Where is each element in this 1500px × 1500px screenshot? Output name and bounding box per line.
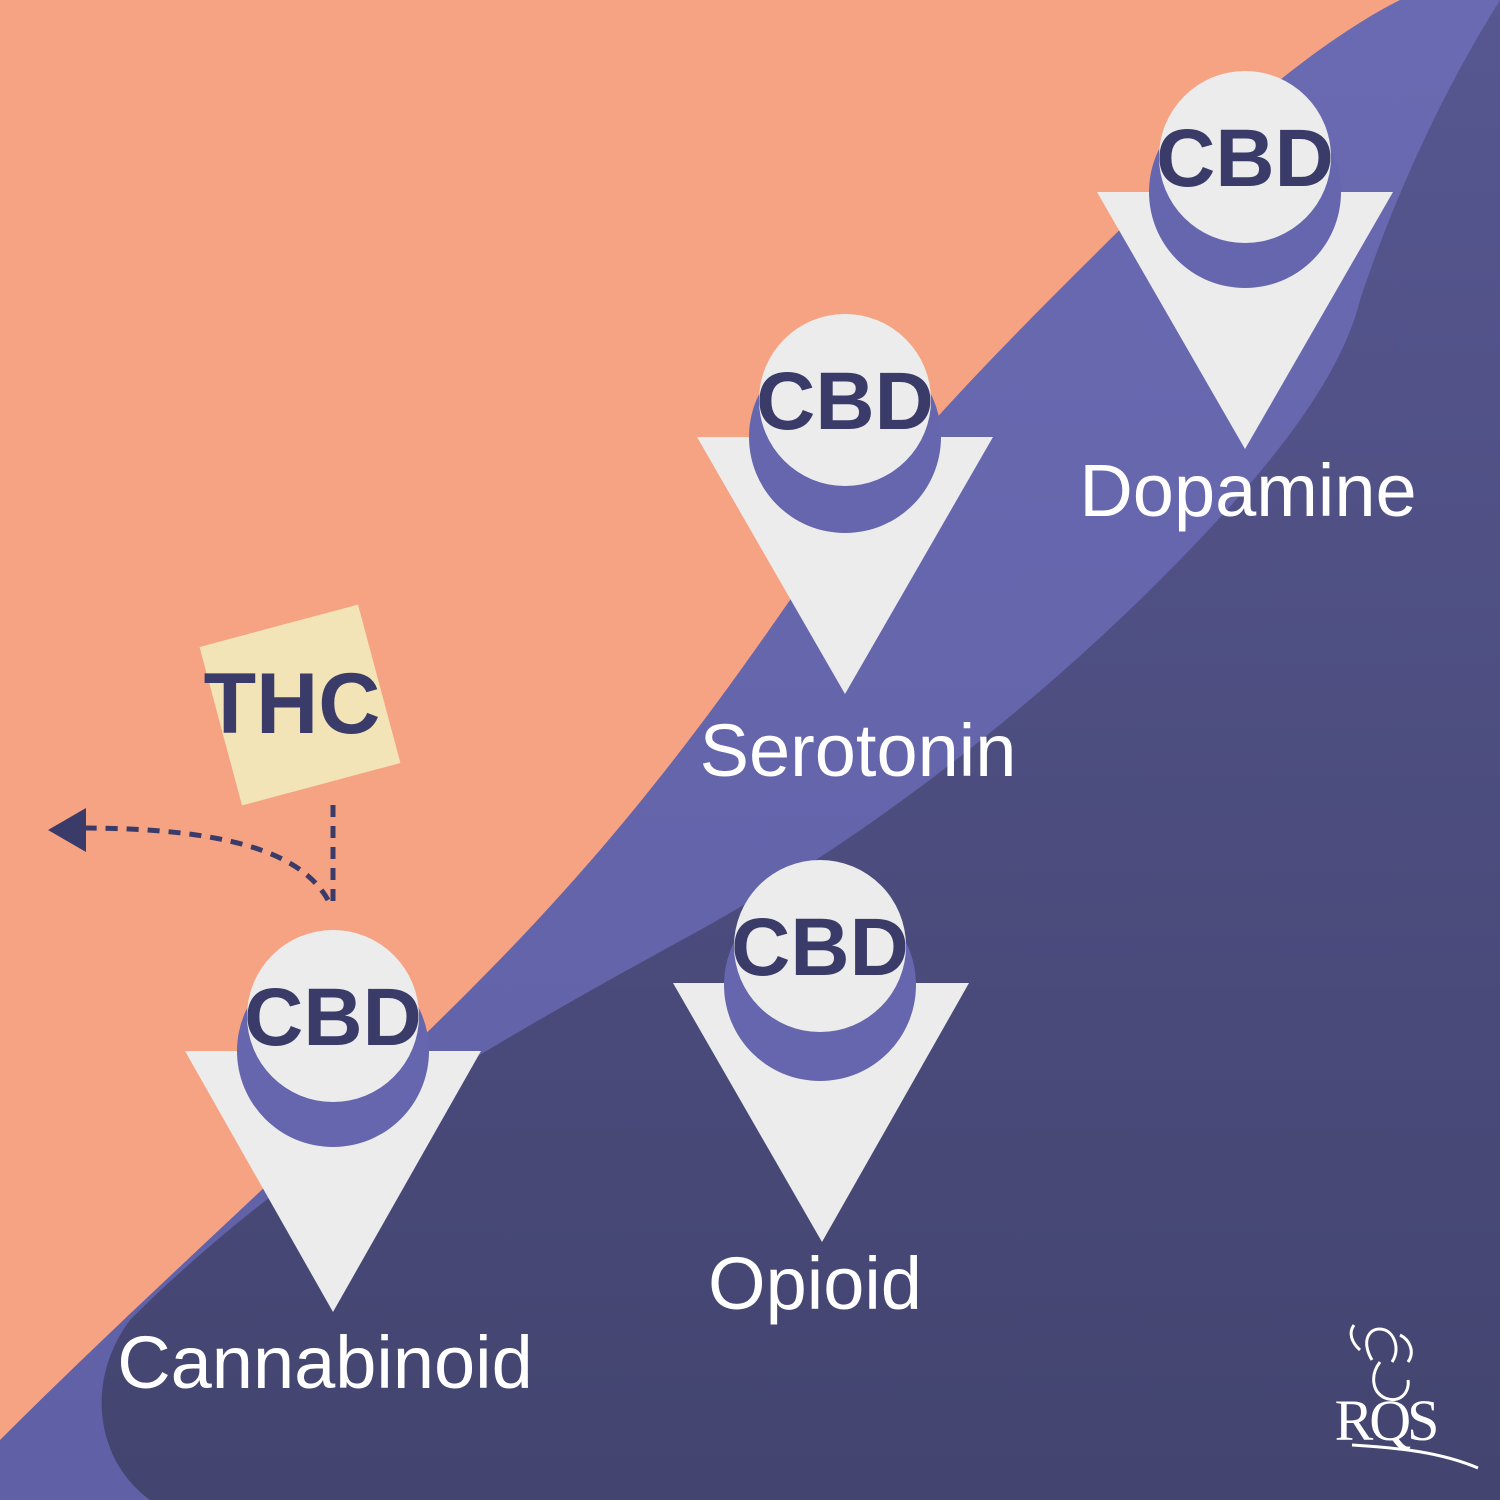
thc-card — [199, 604, 401, 806]
cbd-molecule — [734, 860, 906, 1032]
receptor-shape — [185, 1051, 481, 1312]
cbd-label: CBD — [731, 902, 909, 993]
receptor-cannabinoid: CBD Cannabinoid — [117, 930, 533, 1404]
cbd-label: CBD — [756, 356, 934, 447]
cbd-molecule — [247, 930, 419, 1102]
receptor-label: Dopamine — [1079, 449, 1416, 532]
thc-displacement-arrow — [48, 805, 336, 910]
receptor-shape — [673, 983, 969, 1242]
cbd-label: CBD — [1156, 113, 1334, 204]
receptor-shape — [1097, 192, 1393, 449]
cbd-molecule — [1159, 71, 1331, 243]
receptor-label: Serotonin — [700, 709, 1017, 792]
receptor-band-shadow — [101, 0, 1500, 1500]
rqs-logo: RQS — [1335, 1324, 1479, 1470]
receptor-dopamine: CBD Dopamine — [1079, 71, 1417, 532]
logo-text: RQS — [1335, 1388, 1437, 1453]
logo-swoosh — [1351, 1443, 1479, 1470]
thc-card-bg — [199, 604, 401, 806]
receptor-shape — [697, 437, 993, 694]
cbd-label: CBD — [244, 972, 422, 1063]
receptor-label: Cannabinoid — [117, 1321, 533, 1404]
receptor-serotonin: CBD Serotonin — [697, 314, 1016, 792]
cbd-molecule — [759, 314, 931, 486]
receptor-opioid: CBD Opioid — [673, 860, 969, 1325]
arrow-head — [48, 808, 86, 852]
lion-crest-icon — [1349, 1324, 1413, 1401]
receptor-label: Opioid — [708, 1242, 922, 1325]
arrow-curve-dash — [79, 825, 331, 902]
thc-label: THC — [204, 656, 381, 752]
